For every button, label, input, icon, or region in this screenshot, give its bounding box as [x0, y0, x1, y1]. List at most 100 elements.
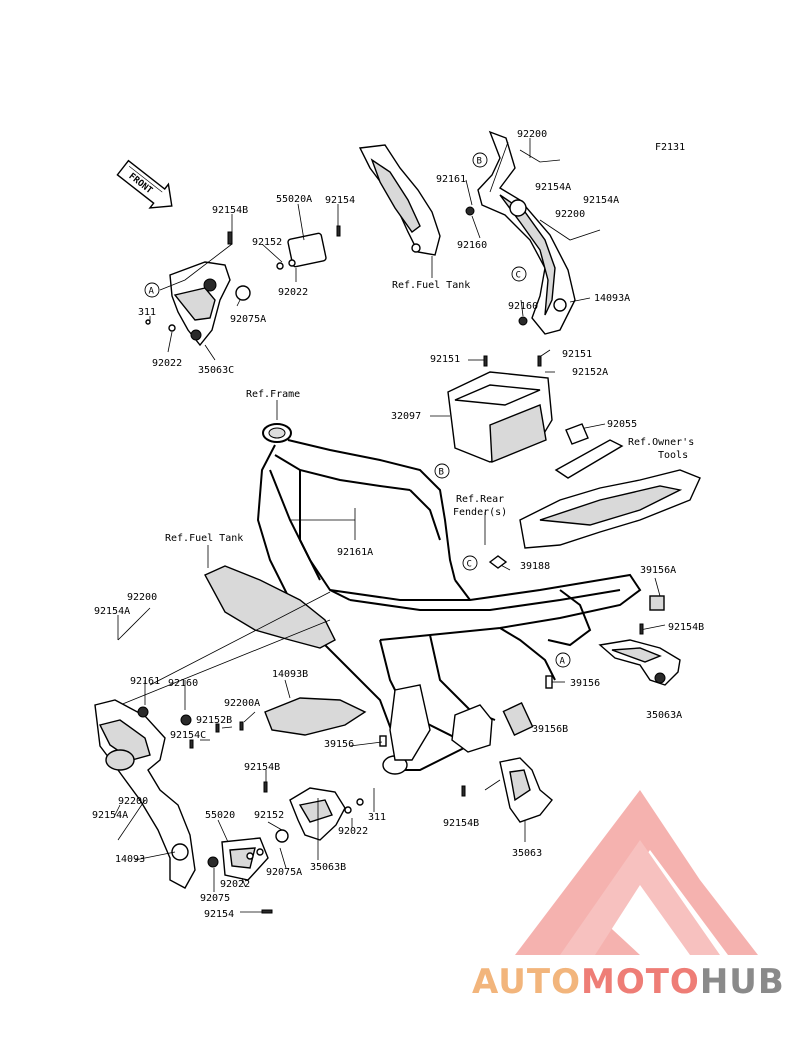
svg-text:311: 311	[138, 307, 156, 318]
svg-text:92200: 92200	[555, 209, 585, 220]
front-arrow-icon: FRONT	[116, 159, 173, 209]
footpeg-bracket-rear-right	[598, 623, 681, 686]
svg-text:311: 311	[368, 812, 386, 823]
svg-text:55020: 55020	[205, 810, 235, 821]
footpeg-bracket-front-right-35063B	[263, 781, 364, 843]
side-cover-14093B	[264, 697, 367, 736]
svg-text:C: C	[467, 560, 472, 570]
svg-text:35063B: 35063B	[310, 862, 346, 873]
frame-cover-right-14093A	[465, 130, 576, 335]
fuel-tank-cover-left	[204, 565, 336, 649]
svg-text:39188: 39188	[520, 561, 550, 572]
svg-text:39156B: 39156B	[532, 724, 568, 735]
svg-text:92022: 92022	[278, 287, 308, 298]
wordmark-auto: AUTO	[472, 962, 581, 1002]
svg-text:39156: 39156	[324, 739, 354, 750]
damper-39156-right	[545, 675, 553, 689]
callout-c-frame: C	[462, 555, 478, 571]
bolt-92200A	[215, 723, 220, 733]
svg-text:Fender(s): Fender(s)	[453, 507, 507, 518]
frame-cover-left-14093	[94, 699, 196, 889]
svg-text:39156: 39156	[570, 678, 600, 689]
svg-text:Ref.Frame: Ref.Frame	[246, 389, 300, 400]
svg-text:92200: 92200	[127, 592, 157, 603]
svg-text:Ref.Owner's: Ref.Owner's	[628, 437, 694, 448]
svg-text:92200: 92200	[517, 129, 547, 140]
heel-guard-55020	[207, 837, 273, 914]
svg-text:92151: 92151	[562, 349, 592, 360]
svg-text:92154C: 92154C	[170, 730, 206, 741]
svg-text:92154B: 92154B	[244, 762, 280, 773]
footpeg-bracket-rear-left-35063	[461, 757, 553, 823]
svg-text:Ref.Fuel Tank: Ref.Fuel Tank	[392, 280, 470, 291]
watermark-logo-icon	[515, 790, 758, 955]
svg-text:14093A: 14093A	[594, 293, 630, 304]
svg-text:Ref.Fuel Tank: Ref.Fuel Tank	[165, 533, 243, 544]
svg-text:Tools: Tools	[658, 450, 688, 461]
bolt-92152B	[239, 721, 244, 731]
svg-text:92154B: 92154B	[668, 622, 704, 633]
svg-text:92152A: 92152A	[572, 367, 608, 378]
main-frame	[256, 423, 642, 775]
part-labels: 92200 92161 92154A 92154A 92200 92160 92…	[92, 129, 704, 920]
svg-text:B: B	[439, 468, 444, 478]
callout-b-frame: B	[434, 463, 450, 479]
damper-39188	[488, 555, 508, 569]
svg-text:92075: 92075	[200, 893, 230, 904]
svg-text:92152: 92152	[254, 810, 284, 821]
svg-text:55020A: 55020A	[276, 194, 312, 205]
svg-text:A: A	[560, 657, 566, 667]
svg-text:39156A: 39156A	[640, 565, 676, 576]
figure-code: F2131	[655, 142, 685, 153]
wordmark-moto: MOTO	[580, 962, 700, 1002]
damper-39156B	[502, 702, 534, 736]
tool-strap-92055	[565, 423, 589, 445]
svg-text:92160: 92160	[508, 301, 538, 312]
damper-39156-mid	[379, 735, 387, 747]
svg-text:B: B	[477, 157, 482, 167]
svg-text:92154A: 92154A	[583, 195, 619, 206]
svg-text:92160: 92160	[457, 240, 487, 251]
svg-text:Ref.Rear: Ref.Rear	[456, 494, 504, 505]
svg-text:14093B: 14093B	[272, 669, 308, 680]
svg-text:35063: 35063	[512, 848, 542, 859]
callout-a-top: A	[144, 282, 160, 298]
svg-text:A: A	[149, 287, 155, 297]
svg-text:35063A: 35063A	[646, 710, 682, 721]
callout-a-frame: A	[555, 652, 571, 668]
svg-text:14093: 14093	[115, 854, 145, 865]
svg-text:92160: 92160	[168, 678, 198, 689]
svg-text:92154: 92154	[325, 195, 355, 206]
rear-fender-assembly	[519, 469, 701, 549]
svg-text:92022: 92022	[152, 358, 182, 369]
svg-text:92151: 92151	[430, 354, 460, 365]
svg-text:92154A: 92154A	[94, 606, 130, 617]
svg-text:92152B: 92152B	[196, 715, 232, 726]
svg-text:35063C: 35063C	[198, 365, 234, 376]
svg-text:92152: 92152	[252, 237, 282, 248]
battery-case-32097	[447, 355, 553, 464]
callout-b-top: B	[472, 152, 488, 168]
svg-text:92200: 92200	[118, 796, 148, 807]
fuel-tank-bracket-top	[358, 144, 441, 256]
svg-text:92154A: 92154A	[92, 810, 128, 821]
svg-text:32097: 32097	[391, 411, 421, 422]
svg-text:92161: 92161	[130, 676, 160, 687]
svg-text:92055: 92055	[607, 419, 637, 430]
svg-text:92022: 92022	[220, 879, 250, 890]
watermark-wordmark: AUTOMOTOHUB	[472, 962, 785, 1002]
wordmark-hub: HUB	[699, 962, 785, 1002]
callout-c-top: C	[511, 266, 527, 282]
svg-text:92200A: 92200A	[224, 698, 260, 709]
svg-text:92161: 92161	[436, 174, 466, 185]
bolt-92154C	[189, 739, 194, 749]
svg-text:92154A: 92154A	[535, 182, 571, 193]
svg-text:C: C	[516, 271, 521, 281]
svg-text:92154B: 92154B	[443, 818, 479, 829]
owners-tools-pouch	[554, 439, 624, 479]
svg-text:92161A: 92161A	[337, 547, 373, 558]
svg-text:92154: 92154	[204, 909, 234, 920]
svg-text:92075A: 92075A	[266, 867, 302, 878]
svg-text:92154B: 92154B	[212, 205, 248, 216]
